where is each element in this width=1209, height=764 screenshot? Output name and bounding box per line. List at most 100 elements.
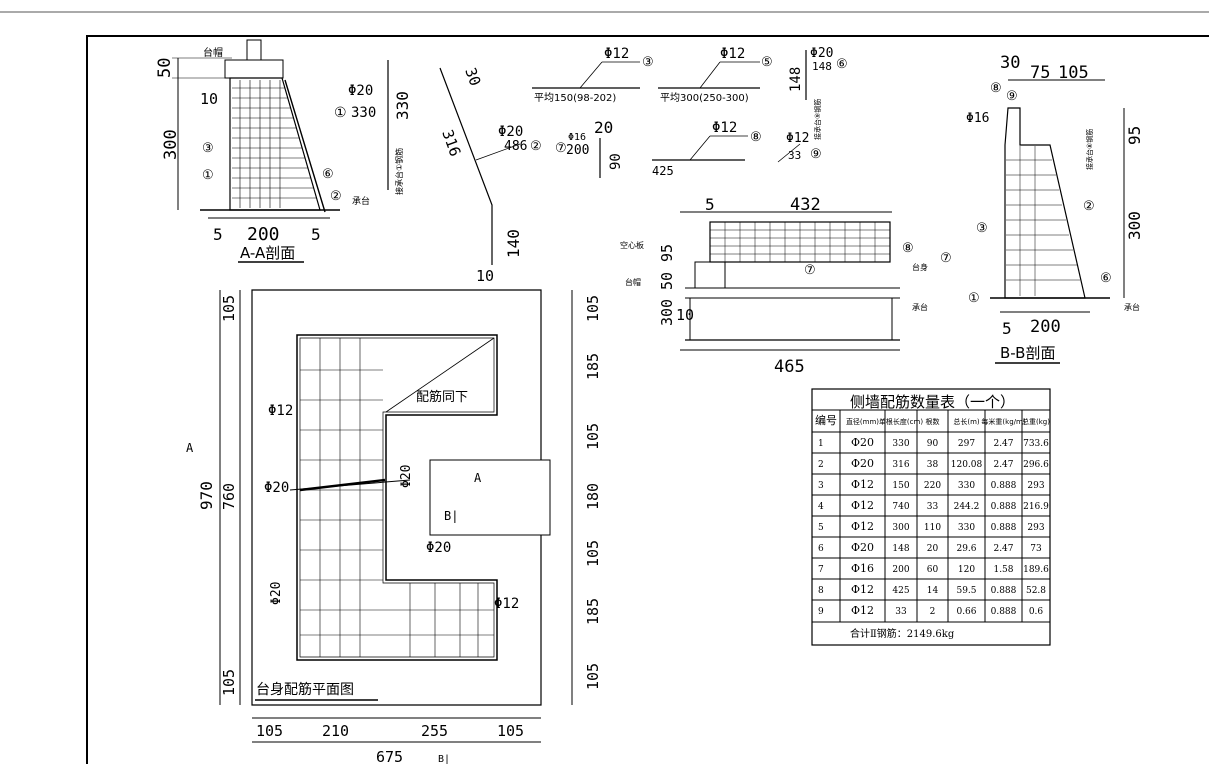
- slab-marker-7: ⑦: [940, 251, 952, 266]
- table-cell: 33: [927, 502, 939, 512]
- table-cell: 52.8: [1026, 586, 1046, 596]
- bar7-num: ⑦: [555, 141, 567, 156]
- table-cell: 0.66: [956, 607, 976, 617]
- table-cell: 296.6: [1023, 460, 1049, 470]
- aa-cap-label: 台帽: [203, 46, 223, 59]
- bar2-a: 30: [461, 65, 484, 88]
- plan-dim-right-1: 185: [584, 353, 602, 380]
- slab-dim-50: 50: [658, 272, 676, 290]
- table-cell: 220: [924, 481, 941, 491]
- bb-marker-2: ②: [1083, 199, 1095, 214]
- table-cell: 740: [892, 502, 909, 512]
- bar7-dia: Φ16: [568, 132, 586, 143]
- aa-marker-2: ②: [330, 189, 342, 204]
- bar-9-detail: Φ12 33 ⑨: [777, 131, 822, 163]
- aa-dim-width: 200: [247, 224, 280, 245]
- bar6-dia: Φ20: [810, 46, 833, 61]
- table-cell: 5: [818, 523, 824, 533]
- aa-hatch: [232, 79, 326, 213]
- table-cell: Φ12: [851, 583, 874, 596]
- plan-dim-left-0: 105: [220, 295, 238, 322]
- bar5-spacing: 平均300(250-300): [660, 92, 749, 104]
- table-cell: Φ20: [851, 457, 874, 470]
- bar1-num: ①: [334, 105, 347, 121]
- table-cell: 330: [958, 481, 975, 491]
- slab-bottom-dim: 465: [774, 357, 805, 377]
- plan-dia-20: Φ20: [264, 480, 289, 496]
- table-cell: 33: [895, 607, 907, 617]
- bar2-num: ②: [530, 139, 542, 154]
- bb-title: B-B剖面: [1000, 344, 1055, 362]
- plan-grid: [289, 338, 494, 657]
- table-header-5: 每米重(kg/m): [981, 417, 1025, 426]
- bar9-dia: Φ12: [786, 131, 809, 146]
- table-cell: 316: [892, 460, 909, 470]
- bb-marker-8: ⑧: [990, 81, 1002, 96]
- plan-dim-total-bottom: 675: [376, 748, 403, 764]
- bar7-len: 200: [566, 143, 589, 158]
- bar1-vlen: 330: [393, 91, 412, 120]
- bb-marker-9: ⑨: [1006, 89, 1018, 104]
- table-cell: 733.6: [1023, 439, 1049, 449]
- bar-1-detail: Φ20 ① 330 330 接承台①钢筋: [334, 60, 412, 195]
- bar1-len: 330: [351, 105, 376, 121]
- plan-outline: [251, 289, 542, 706]
- bar-2-detail: 30 316 140 10 Φ20 486 ②: [438, 65, 541, 285]
- plan-notch: [429, 459, 551, 536]
- table-cell: 297: [958, 439, 975, 449]
- table-cell: 2.47: [993, 544, 1013, 554]
- bb-dim-h1: 95: [1125, 126, 1144, 145]
- bb-dim-b: 75: [1030, 63, 1050, 83]
- table-cell: 1.58: [993, 565, 1013, 575]
- bar9-len: 33: [788, 149, 801, 162]
- table-cell: 8: [818, 586, 824, 596]
- table-cell: 38: [927, 460, 939, 470]
- aa-dim-side-r: 5: [311, 225, 321, 244]
- table-cell: 189.6: [1023, 565, 1049, 575]
- plan-cut-b-bottom: B|: [438, 754, 450, 764]
- bb-base-label: 承台: [1124, 302, 1140, 312]
- slab-base-label: 承台: [912, 302, 928, 312]
- rebar-table: 侧墙配筋数量表（一个） 编号直径(mm)单根长度(cm)根数总长(m)每米重(k…: [811, 388, 1051, 646]
- plan-note: 配筋同下: [416, 389, 468, 405]
- plan-dim-left-1: 760: [220, 483, 238, 510]
- slab-marker-7b: ⑦: [804, 263, 816, 278]
- section-bb: 30 75 105 95 300 200 5 Φ16 接承台⑧钢筋 承台 B-B…: [966, 53, 1144, 364]
- bar3-spacing: 平均150(98-202): [534, 92, 616, 104]
- aa-base-label: 承台: [352, 195, 370, 207]
- table-cell: 6: [818, 544, 824, 554]
- bar5-dia: Φ12: [720, 46, 745, 62]
- table-cell: 14: [927, 586, 939, 596]
- table-cell: 0.888: [991, 586, 1017, 596]
- plan-dim-bottom-0: 105: [256, 722, 283, 740]
- bb-dim-w: 200: [1030, 317, 1061, 337]
- table-cell: 7: [818, 565, 824, 575]
- table-cell: 0.888: [991, 502, 1017, 512]
- bar8-num: ⑧: [750, 130, 762, 145]
- section-aa: 台帽 50 10 300 200 5 5 A-A剖面 承台 ③ ① ⑥ ②: [155, 39, 370, 263]
- table-cell: 2: [818, 460, 824, 470]
- bar5-num: ⑤: [761, 55, 773, 70]
- plan-dim-right-3: 180: [584, 483, 602, 510]
- plan-dim-right-4: 105: [584, 540, 602, 567]
- table-cell: 330: [958, 523, 975, 533]
- table-cell: 2.47: [993, 460, 1013, 470]
- bar6-vlen: 148: [788, 67, 804, 92]
- table-cell: Φ12: [851, 499, 874, 512]
- bar-5-detail: Φ12 ⑤ 平均300(250-300): [658, 46, 773, 104]
- bar-3-detail: Φ12 ③ 平均150(98-202): [532, 46, 654, 104]
- table-cell: 200: [892, 565, 909, 575]
- plan-dia-12: Φ12: [268, 403, 293, 419]
- slab-top-dim: 432: [790, 195, 821, 215]
- table-cell: 0.888: [991, 481, 1017, 491]
- plan-wall: [296, 334, 498, 661]
- bar6-len: 148: [812, 60, 832, 73]
- table-cell: 425: [892, 586, 909, 596]
- slab-section: 432 5 95 50 300 10 465 空心板 台帽 台身 承台 ⑧ ⑦ …: [620, 195, 952, 377]
- bar7-a: 20: [594, 118, 613, 137]
- table-cell: Φ20: [851, 436, 874, 449]
- table-cell: 2: [930, 607, 936, 617]
- table-cell: 9: [818, 607, 824, 617]
